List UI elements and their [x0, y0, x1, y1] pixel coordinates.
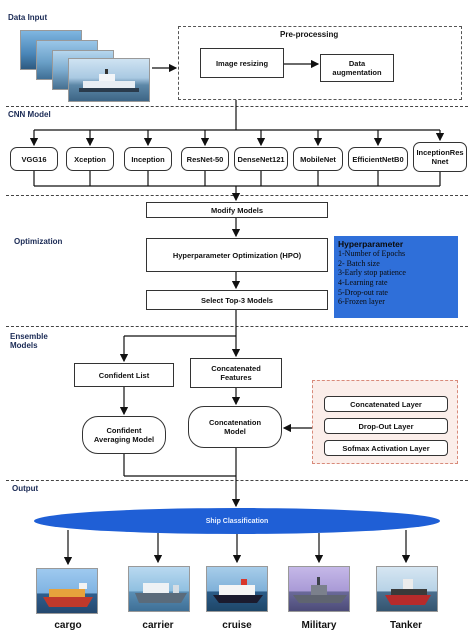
modify-models-box: Modify Models — [146, 202, 328, 218]
ship-photo-icon — [79, 69, 139, 92]
section-label-optimization: Optimization — [14, 237, 63, 246]
cnn-box-densenet121: DenseNet121 — [234, 147, 288, 171]
hyperparameter-title: Hyperparameter — [338, 239, 404, 249]
concatenated-layer-box: Concatenated Layer — [324, 396, 448, 412]
dropout-layer-box: Drop-Out Layer — [324, 418, 448, 434]
tanker-ship-icon — [385, 579, 431, 605]
hpo-box: Hyperparameter Optimization (HPO) — [146, 238, 328, 272]
hyperparameter-item: 6-Frozen layer — [338, 297, 385, 307]
divider-1 — [6, 106, 468, 107]
image-resizing-box: Image resizing — [200, 48, 284, 78]
class-label-tanker: Tanker — [389, 620, 423, 631]
hyperparameter-item: 5-Drop-out rate — [338, 287, 388, 297]
cnn-box-xception: Xception — [66, 147, 114, 171]
hyperparameter-panel: Hyperparameter 1-Number of Epochs 2- Bat… — [334, 236, 458, 318]
cnn-box-resnet50: ResNet-50 — [181, 147, 229, 171]
output-image-tanker — [376, 566, 438, 612]
hyperparameter-item: 2- Batch size — [338, 258, 380, 268]
hyperparameter-item: 1-Number of Epochs — [338, 249, 406, 259]
hyperparameter-item: 3-Early stop patience — [338, 268, 406, 278]
hyperparameter-item: 4-Learning rate — [338, 277, 388, 287]
ship-classification-ellipse: Ship Classification — [34, 508, 440, 534]
softmax-layer-box: Sofmax Activation Layer — [324, 440, 448, 456]
section-label-data-input: Data Input — [8, 13, 48, 22]
preprocessing-title: Pre-processing — [280, 30, 339, 39]
cnn-box-vgg16: VGG16 — [10, 147, 58, 171]
class-label-carrier: carrier — [142, 620, 174, 631]
output-image-military — [288, 566, 350, 612]
class-label-cruise: cruise — [222, 620, 252, 631]
cruise-ship-icon — [213, 579, 263, 603]
input-image-4 — [68, 58, 150, 102]
output-image-carrier — [128, 566, 190, 612]
divider-4 — [6, 480, 468, 481]
data-augmentation-box: Data augmentation — [320, 54, 394, 82]
section-label-ensemble: Ensemble Models — [10, 332, 48, 350]
output-image-cruise — [206, 566, 268, 612]
preprocessing-panel — [178, 26, 462, 100]
concatenation-model-box: Concatenation Model — [188, 406, 282, 448]
confident-list-box: Confident List — [74, 363, 174, 387]
military-ship-icon — [293, 577, 347, 603]
cnn-box-inception: Inception — [124, 147, 172, 171]
select-top3-box: Select Top-3 Models — [146, 290, 328, 310]
section-label-output: Output — [12, 484, 39, 493]
class-label-military: Military — [301, 620, 337, 631]
output-image-cargo — [36, 568, 98, 614]
section-label-cnn-model: CNN Model — [8, 110, 51, 119]
confident-averaging-model-box: Confident Averaging Model — [82, 416, 166, 454]
class-label-cargo: cargo — [54, 620, 82, 631]
cnn-box-mobilenet: MobileNet — [293, 147, 343, 171]
cnn-box-efficientnetb0: EfficientNetB0 — [348, 147, 408, 171]
concatenated-features-box: Concatenated Features — [190, 358, 282, 388]
cnn-box-inceptionresnet: InceptionResNnet — [413, 142, 467, 172]
cargo-ship-icon — [43, 583, 93, 607]
carrier-ship-icon — [135, 583, 187, 603]
divider-3 — [6, 326, 468, 327]
